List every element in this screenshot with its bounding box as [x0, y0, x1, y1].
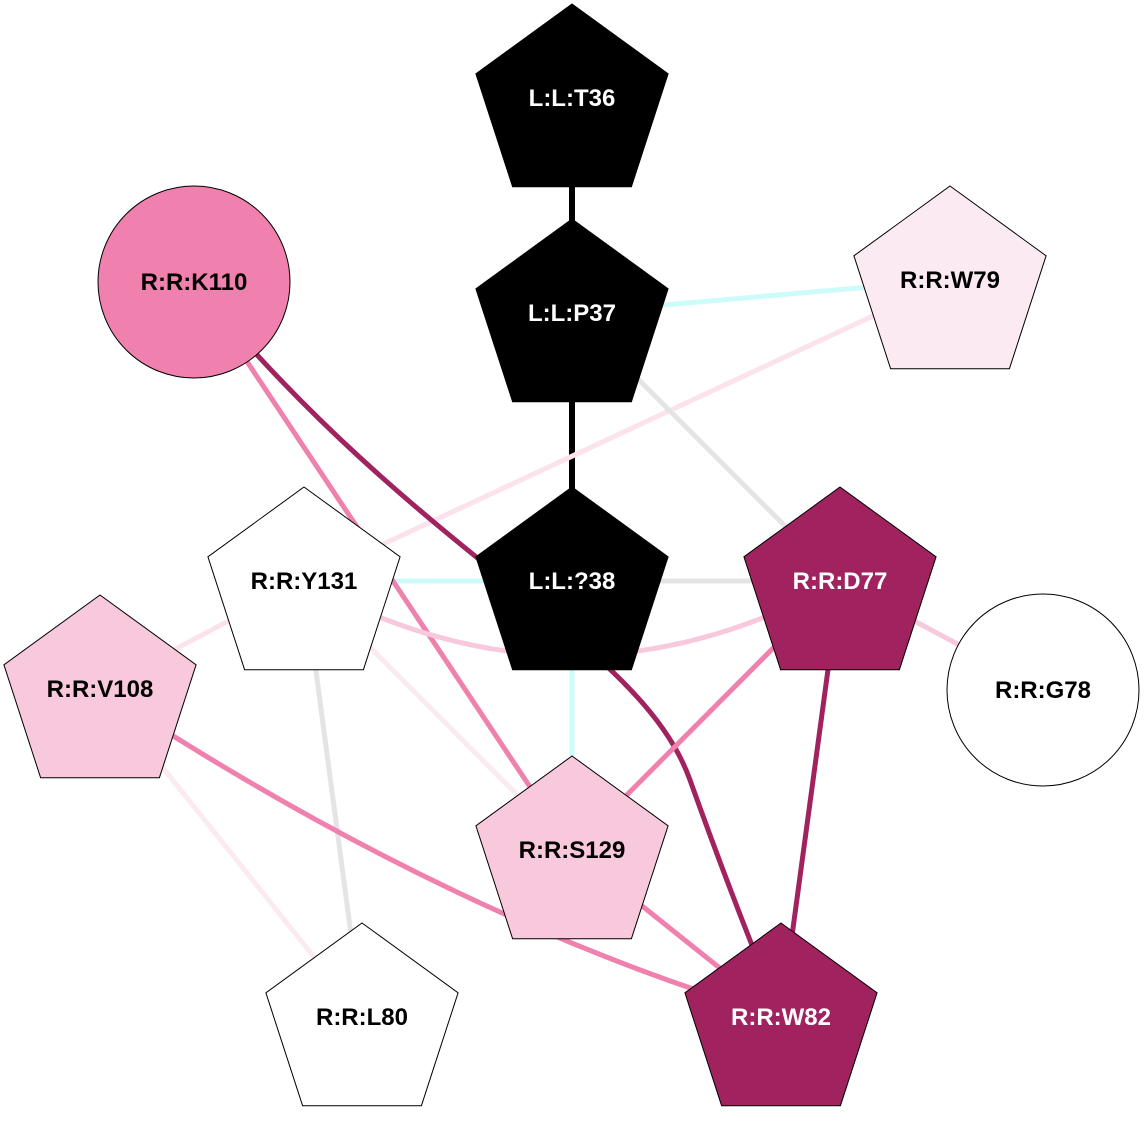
node-w79[interactable]: R:R:W79: [853, 185, 1047, 370]
pentagon-node-shape: [475, 486, 669, 671]
node-label: R:R:W82: [731, 1004, 831, 1031]
pentagon-node-shape: [475, 3, 669, 188]
node-g78[interactable]: R:R:G78: [946, 593, 1140, 787]
pentagon-node-shape: [265, 922, 459, 1107]
node-s129[interactable]: R:R:S129: [475, 755, 669, 940]
node-label: R:R:S129: [519, 837, 626, 864]
pentagon-node-shape: [3, 594, 197, 779]
pentagon-node-shape: [684, 922, 878, 1107]
node-label: R:R:W79: [900, 267, 1000, 294]
pentagon-node-shape: [207, 486, 401, 671]
node-label: R:R:L80: [316, 1004, 408, 1031]
node-label: R:R:D77: [793, 568, 888, 595]
edge-w79-y131: [302, 277, 952, 584]
node-d77[interactable]: R:R:D77: [743, 486, 937, 671]
node-y131[interactable]: R:R:Y131: [207, 486, 401, 671]
node-label: R:R:Y131: [251, 568, 358, 595]
edge-v108-w82: [98, 686, 782, 1020]
pentagon-node-shape: [475, 218, 669, 403]
pentagon-node-shape: [743, 486, 937, 671]
node-v108[interactable]: R:R:V108: [3, 594, 197, 779]
node-x38[interactable]: L:L:?38: [475, 486, 669, 671]
node-label: L:L:T36: [529, 85, 616, 112]
node-label: R:R:G78: [995, 677, 1091, 704]
circle-node-shape: [97, 185, 291, 379]
node-label: L:L:P37: [528, 300, 616, 327]
node-label: R:R:K110: [141, 269, 248, 296]
node-k110[interactable]: R:R:K110: [97, 185, 291, 379]
pentagon-node-shape: [475, 755, 669, 940]
circle-node-shape: [946, 593, 1140, 787]
node-p37[interactable]: L:L:P37: [475, 218, 669, 403]
pentagon-node-shape: [853, 185, 1047, 370]
node-w82[interactable]: R:R:W82: [684, 922, 878, 1107]
node-label: L:L:?38: [529, 568, 616, 595]
node-t36[interactable]: L:L:T36: [475, 3, 669, 188]
node-label: R:R:V108: [47, 676, 154, 703]
node-l80[interactable]: R:R:L80: [265, 922, 459, 1107]
